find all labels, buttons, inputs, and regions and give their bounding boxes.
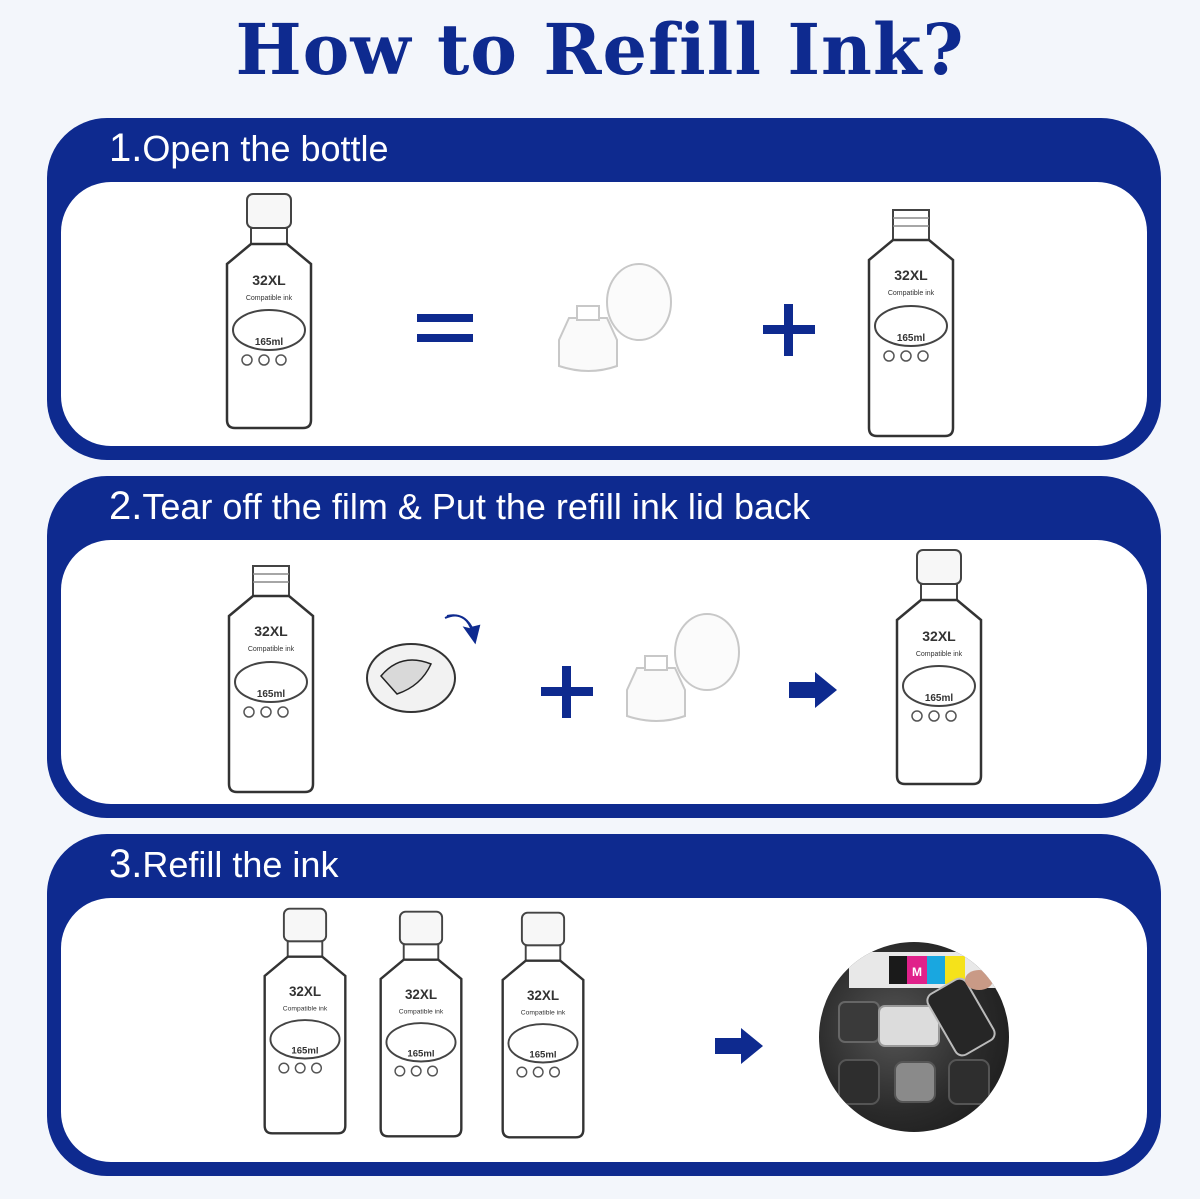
ink-bottle-capped: 32XL Compatible ink 165ml xyxy=(225,193,313,430)
ink-bottle-open: 32XL Compatible ink 165ml xyxy=(227,565,315,794)
bottle-subtitle-text: Compatible ink xyxy=(248,646,295,653)
plus-icon xyxy=(763,304,815,356)
step-3-text: Refill the ink xyxy=(142,844,339,885)
bottle-subtitle-text: Compatible ink xyxy=(888,290,935,297)
magenta-label: M xyxy=(912,965,922,979)
bottle-model-text: 32XL xyxy=(405,987,437,1002)
sealing-film-icon xyxy=(366,614,481,713)
step-1-number: 1. xyxy=(109,126,143,170)
step-3-number: 3. xyxy=(109,842,143,886)
bottle-volume-text: 165ml xyxy=(255,337,284,348)
ink-bottle-open: 32XL Compatible ink 165ml xyxy=(867,209,955,438)
bottle-model-text: 32XL xyxy=(289,984,321,999)
equals-icon xyxy=(417,314,473,342)
step-3-panel: 32XL Compatible ink 165ml 32XL Compatibl… xyxy=(61,898,1147,1162)
bottle-volume-text: 165ml xyxy=(257,689,286,700)
bottle-model-text: 32XL xyxy=(252,272,286,288)
bottle-volume-text: 165ml xyxy=(925,693,954,704)
ink-bottle-capped: 32XL Compatible ink 165ml xyxy=(263,907,347,1135)
bottle-model-text: 32XL xyxy=(894,267,928,283)
step-2-number: 2. xyxy=(109,484,143,528)
arrow-right-icon xyxy=(715,1028,763,1064)
ink-bottle-capped: 32XL Compatible ink 165ml xyxy=(379,910,463,1138)
bottle-subtitle-text: Compatible ink xyxy=(399,1008,444,1015)
page-title: How to Refill Ink? xyxy=(235,8,965,91)
printer-refill-illustration: M xyxy=(838,952,999,1105)
step-2-card: 2.Tear off the film & Put the refill ink… xyxy=(47,476,1161,818)
arrow-right-icon xyxy=(789,672,837,708)
step-1-text: Open the bottle xyxy=(142,128,389,169)
bottle-lid-icon xyxy=(558,263,672,372)
step-3-card: 3.Refill the ink 32XL Compatible ink 165… xyxy=(47,834,1161,1176)
step-1-panel: 32XL Compatible ink 165ml 32 xyxy=(61,182,1147,446)
bottle-lid-icon xyxy=(626,613,740,722)
step-2-text: Tear off the film & Put the refill ink l… xyxy=(142,486,810,527)
ink-bottle-capped: 32XL Compatible ink 165ml xyxy=(501,911,585,1139)
step-2-heading: 2.Tear off the film & Put the refill ink… xyxy=(109,484,810,529)
bottle-subtitle-text: Compatible ink xyxy=(283,1005,328,1012)
bottle-volume-text: 165ml xyxy=(529,1050,556,1061)
bottle-subtitle-text: Compatible ink xyxy=(521,1009,566,1016)
bottle-subtitle-text: Compatible ink xyxy=(246,295,293,302)
bottle-subtitle-text: Compatible ink xyxy=(916,651,963,658)
bottle-volume-text: 165ml xyxy=(407,1049,434,1060)
ink-bottle-capped: 32XL Compatible ink 165ml xyxy=(895,549,983,786)
bottle-volume-text: 165ml xyxy=(897,333,926,344)
plus-icon xyxy=(541,666,593,718)
printer-refill-photo: M xyxy=(819,942,1009,1132)
bottle-model-text: 32XL xyxy=(922,628,956,644)
step-1-card: 1.Open the bottle 32XL Compatible ink 16… xyxy=(47,118,1161,460)
bottle-model-text: 32XL xyxy=(254,623,288,639)
step-1-heading: 1.Open the bottle xyxy=(109,126,389,171)
step-3-heading: 3.Refill the ink xyxy=(109,842,338,887)
step-2-panel: 32XL Compatible ink 165ml xyxy=(61,540,1147,804)
bottle-volume-text: 165ml xyxy=(291,1046,318,1057)
bottle-model-text: 32XL xyxy=(527,988,559,1003)
